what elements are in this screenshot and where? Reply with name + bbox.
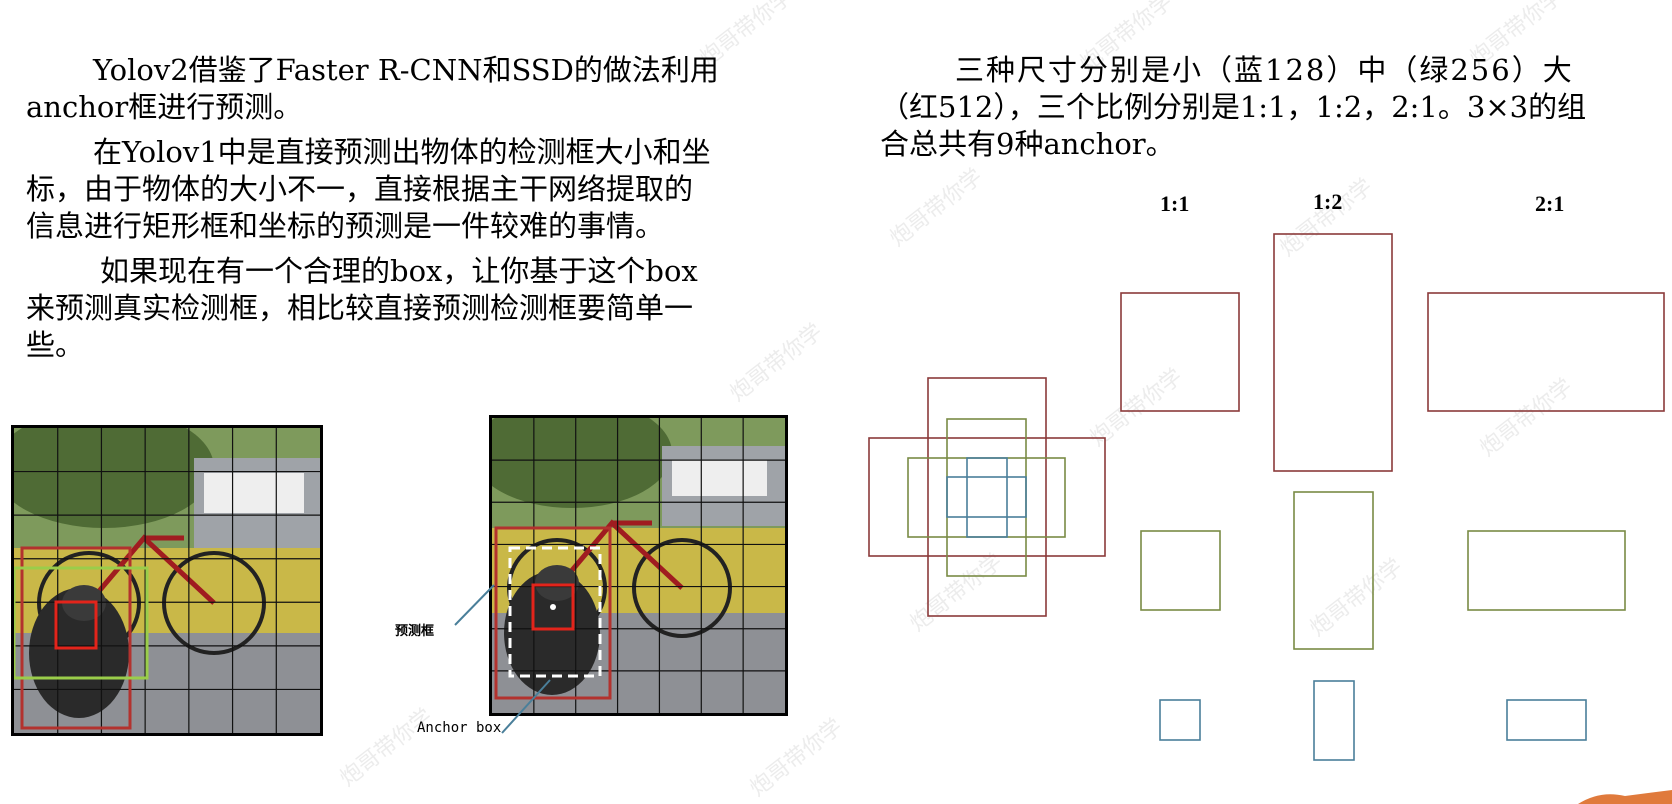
ratio-label-1-1: 1:1 [1160, 191, 1190, 216]
ground-truth-box [494, 526, 612, 700]
left-line: anchor框进行预测。 [26, 90, 303, 124]
box-overlay [494, 526, 612, 700]
ratio-label-1-2: 1:2 [1313, 189, 1343, 214]
left-line: 如果现在有一个合理的box，让你基于这个box [100, 254, 698, 288]
anchor-large-square [1120, 292, 1240, 412]
photo-left-illustration [14, 428, 320, 733]
photo-right-illustration [492, 418, 785, 713]
left-line: 标，由于物体的大小不一，直接根据主干网络提取的 [26, 172, 694, 206]
right-line: （红512），三个比例分别是1:1，1:2，2:1。3×3的组 [880, 90, 1587, 124]
right-line: 三种尺寸分别是小（蓝128）中（绿256）大 [955, 53, 1574, 87]
anchor-small-2-1 [946, 476, 1027, 518]
anchor-small-wide [1506, 699, 1587, 741]
anchor-small-tall [1313, 680, 1355, 761]
grid-photo-left [11, 425, 323, 736]
anchor-large-wide [1427, 292, 1665, 412]
anchor-medium-tall [1293, 491, 1374, 650]
center-cell-box [531, 583, 575, 631]
grid-overlay [14, 428, 320, 733]
anchor-medium-wide [1467, 530, 1626, 611]
anchor-box-green [14, 566, 149, 680]
anchor-small-1-2 [966, 457, 1008, 538]
anchor-box-dashed [508, 546, 602, 678]
box-overlay [14, 546, 149, 730]
anchor-large-tall [1273, 233, 1393, 472]
ground-truth-box [20, 546, 132, 730]
grid-photo-right [489, 415, 788, 716]
right-line: 合总共有9种anchor。 [880, 127, 1175, 161]
anchor-large-2-1 [868, 437, 1106, 557]
anchor-cluster [868, 377, 1106, 617]
center-cell-box [54, 600, 98, 650]
anchor-small-square [1159, 699, 1201, 741]
left-line: 来预测真实检测框，相比较直接预测检测框要简单一 [26, 291, 694, 325]
brand-logo-corner [1578, 790, 1672, 804]
ratio-label-2-1: 2:1 [1535, 191, 1565, 216]
anchor-box-label: Anchor box [417, 720, 502, 736]
anchor-medium-1-2 [946, 418, 1027, 577]
center-point [550, 604, 556, 610]
left-line: Yolov2借鉴了Faster R-CNN和SSD的做法利用 [93, 53, 719, 87]
left-line: 些。 [26, 328, 85, 362]
anchor-medium-2-1 [907, 457, 1066, 538]
left-line: 信息进行矩形框和坐标的预测是一件较难的事情。 [26, 209, 665, 243]
pred-box-label: 预测框 [395, 623, 435, 638]
left-line: 在Yolov1中是直接预测出物体的检测框大小和坐 [93, 135, 711, 169]
anchor-medium-square [1140, 530, 1221, 611]
anchor-large-1-2 [927, 377, 1047, 617]
